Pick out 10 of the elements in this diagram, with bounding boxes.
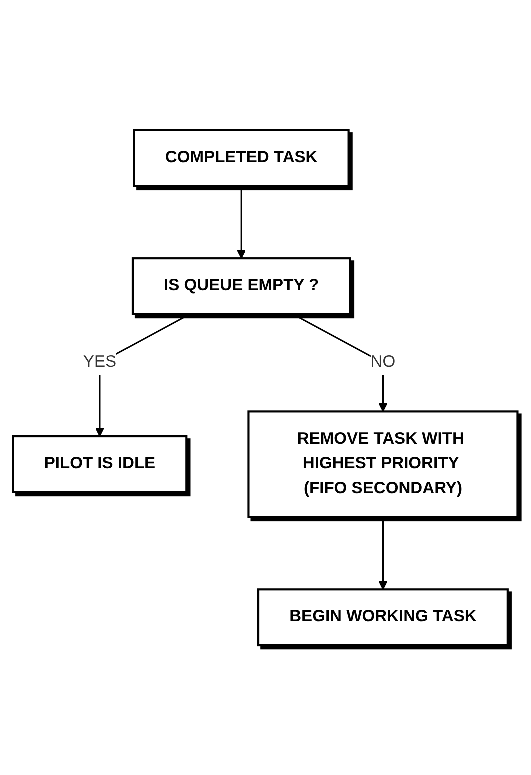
node-box [132, 257, 352, 316]
node-box [133, 128, 350, 187]
edge-label: YES [83, 353, 117, 371]
node-box [258, 588, 509, 646]
flowchart: YES NO COMPLETED TASK IS QUEUE EMPTY ? PILOT IS IDLE REMOVE TASK WITH HIGHEST PRIORITY (FIFO SECONDARY) BEGIN WORKING TASK [5, 122, 526, 654]
node-box [12, 435, 188, 494]
arrow [378, 516, 388, 590]
edge-label: NO [370, 353, 396, 371]
node-box [248, 410, 519, 518]
arrow [237, 186, 246, 259]
